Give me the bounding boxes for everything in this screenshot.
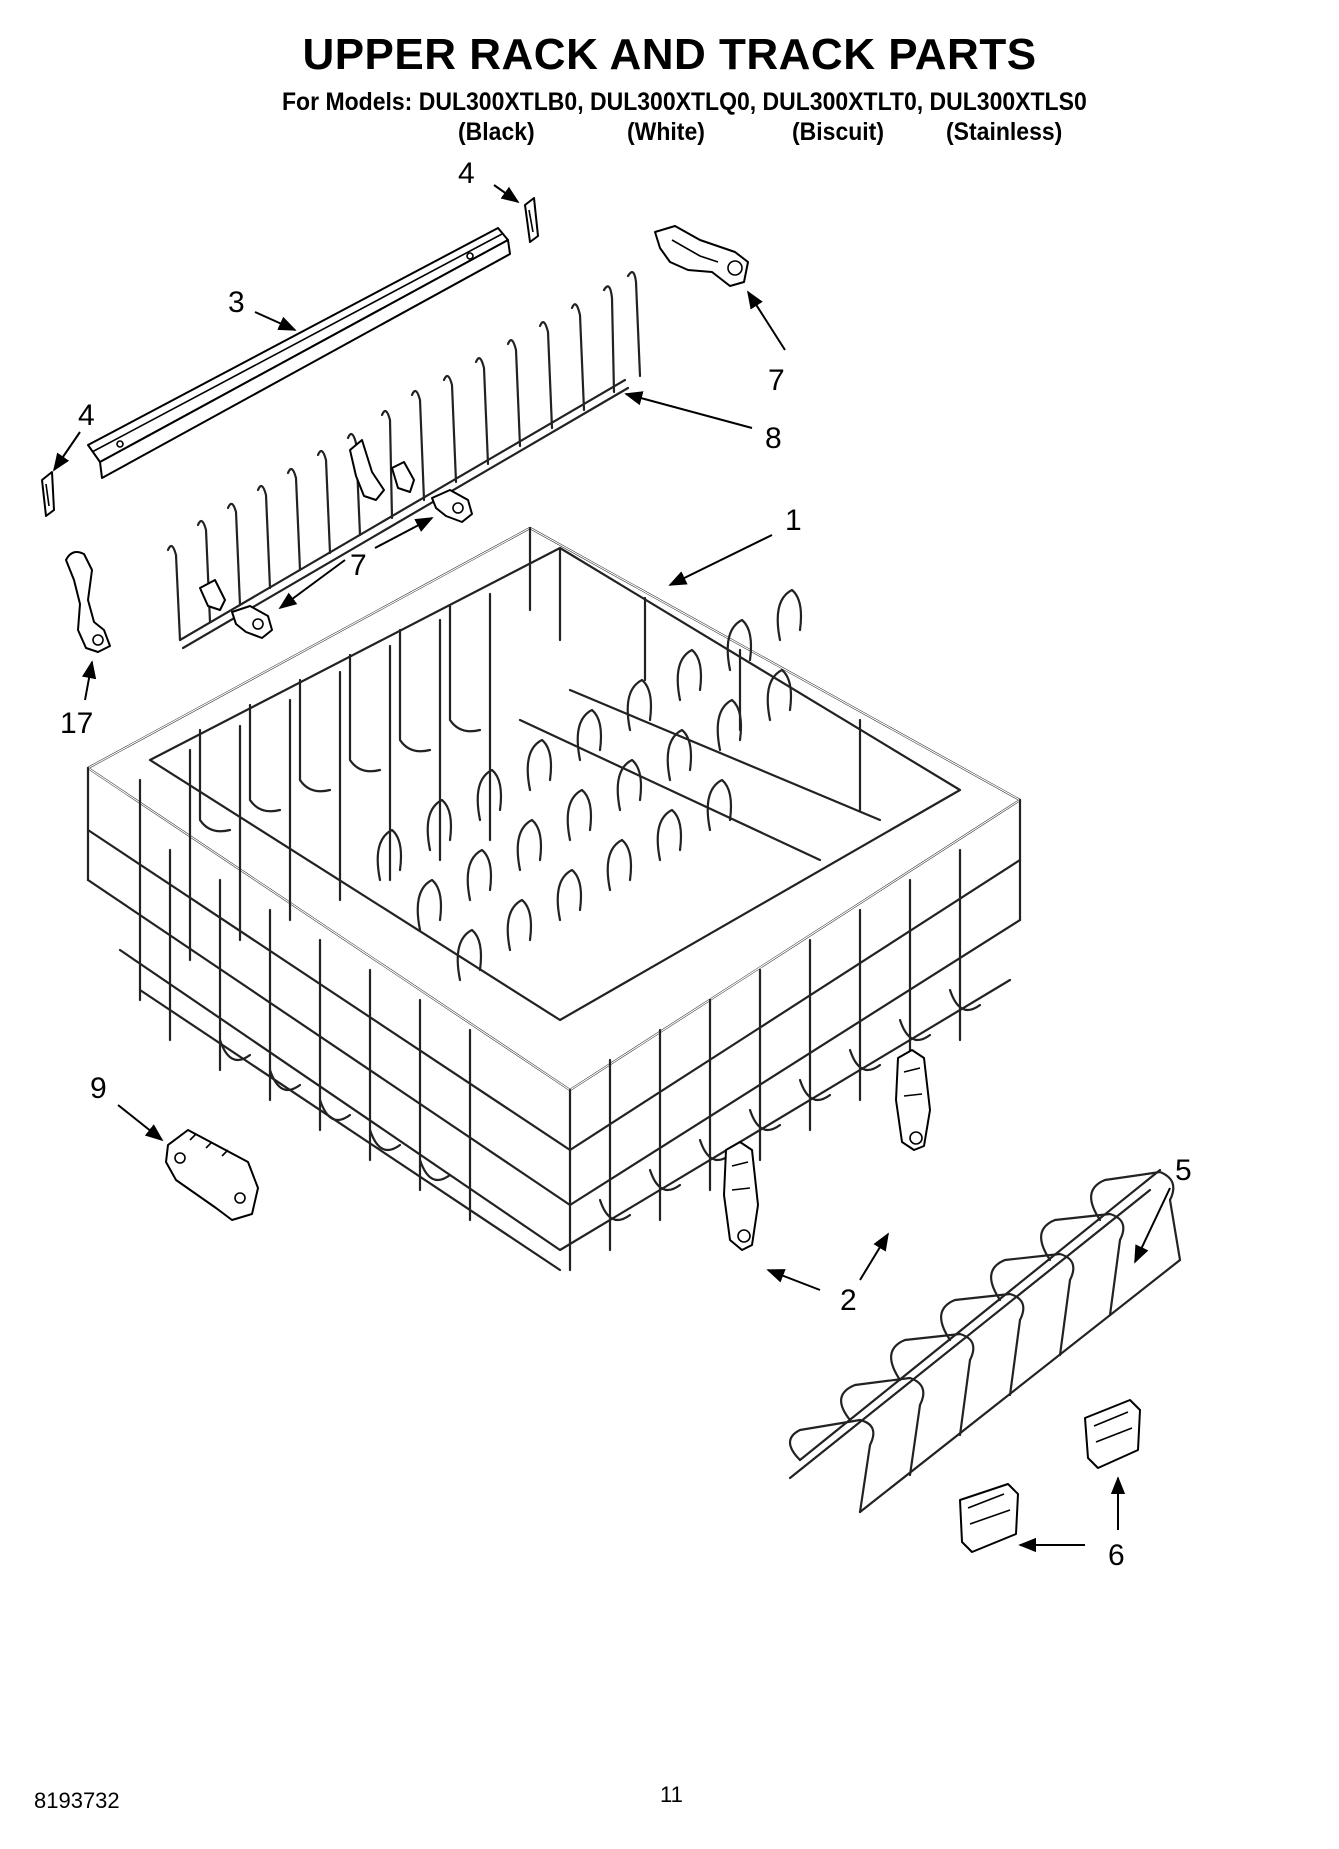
page-title: UPPER RACK AND TRACK PARTS: [302, 30, 1037, 79]
part-5-tine-rack: [788, 1168, 1182, 1514]
part-2-roller-upper: [895, 1049, 931, 1151]
part-7-hinge-left: [199, 579, 273, 639]
part-9-bracket: [165, 1129, 259, 1221]
callout-4-left: 4: [78, 399, 95, 432]
part-7-hinge-top: [654, 225, 749, 287]
page-number: 11: [660, 1782, 683, 1807]
color-stainless: (Stainless): [946, 118, 1063, 146]
part-6-clip-lower: [959, 1483, 1019, 1553]
callout-1: 1: [785, 504, 802, 537]
callout-2: 2: [840, 1284, 857, 1317]
part-2-roller-lower: [723, 1141, 759, 1251]
callout-7-top: 7: [768, 364, 785, 397]
callout-5: 5: [1175, 1154, 1192, 1187]
callout-9: 9: [90, 1072, 107, 1105]
callout-4-top: 4: [458, 157, 475, 190]
color-biscuit: (Biscuit): [792, 118, 884, 146]
part-17-clip: [65, 551, 111, 653]
callout-leaders: [52, 184, 1171, 1553]
callout-7-mid: 7: [350, 549, 367, 582]
doc-number: 8193732: [34, 1788, 120, 1813]
callout-6: 6: [1108, 1539, 1125, 1572]
models-line: For Models: DUL300XTLB0, DUL300XTLQ0, DU…: [282, 88, 1087, 116]
callout-17: 17: [60, 707, 93, 740]
callout-3: 3: [228, 286, 245, 319]
callout-8: 8: [765, 422, 782, 455]
part-4-clip-top: [524, 197, 539, 243]
part-4-clip-left: [41, 471, 55, 517]
color-black: (Black): [458, 118, 535, 146]
part-8-tine-row: [166, 271, 642, 650]
color-white: (White): [627, 118, 705, 146]
part-6-clip-upper: [1084, 1399, 1141, 1469]
part-1-rack: [86, 526, 1022, 1272]
part-7-hinge-mid: [349, 439, 473, 523]
part-3-rail: [87, 227, 511, 479]
